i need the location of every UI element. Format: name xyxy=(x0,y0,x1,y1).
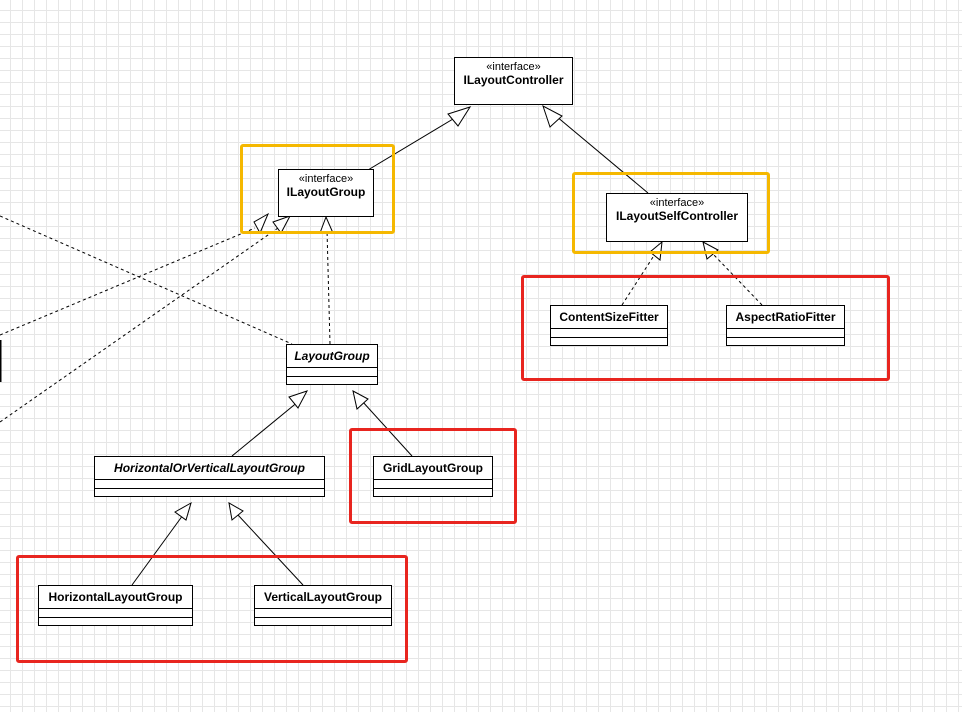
class-methods xyxy=(551,338,667,345)
highlight-frame-horizontal-vertical xyxy=(16,555,408,663)
highlight-frame-ilayoutselfcontroller xyxy=(572,172,770,254)
class-attributes xyxy=(374,480,492,489)
class-attributes xyxy=(39,609,192,618)
interface-name: ILayoutGroup xyxy=(286,185,366,199)
arrowhead-ilayoutgroup-generalization xyxy=(447,106,472,127)
class-name: HorizontalOrVerticalLayoutGroup xyxy=(95,457,324,480)
class-name: GridLayoutGroup xyxy=(374,457,492,480)
interface-ilayoutselfcontroller[interactable]: «interface» ILayoutSelfController xyxy=(606,193,748,242)
class-name: LayoutGroup xyxy=(287,345,377,368)
arrowhead-offscreen-2 xyxy=(272,215,292,234)
arrowhead-horvlayoutgroup-generalization xyxy=(288,390,309,409)
class-name: VerticalLayoutGroup xyxy=(255,586,391,609)
class-horizontallayoutgroup[interactable]: HorizontalLayoutGroup xyxy=(38,585,193,626)
edge-layoutgroup-to-ilayoutgroup xyxy=(326,229,331,345)
class-layoutgroup[interactable]: LayoutGroup xyxy=(286,344,378,385)
class-methods xyxy=(39,618,192,625)
highlight-frame-gridlayoutgroup xyxy=(349,428,517,524)
arrowhead-verticallayoutgroup-generalization xyxy=(228,502,244,521)
class-contentsizefitter[interactable]: ContentSizeFitter xyxy=(550,305,668,346)
class-gridlayoutgroup[interactable]: GridLayoutGroup xyxy=(373,456,493,497)
arrowhead-gridlayoutgroup-generalization xyxy=(352,390,369,410)
arrowhead-aspectratiofitter-realization xyxy=(702,241,719,260)
class-name: HorizontalLayoutGroup xyxy=(39,586,192,609)
stereotype-label: «interface» xyxy=(486,61,541,73)
arrowhead-horizontallayoutgroup-generalization xyxy=(174,501,192,521)
interface-name: ILayoutController xyxy=(463,73,564,87)
class-attributes xyxy=(287,368,377,377)
class-attributes xyxy=(255,609,391,618)
arrowhead-ilayoutselfcontroller-generalization xyxy=(542,104,563,128)
class-horizontalorverticallayoutgroup[interactable]: HorizontalOrVerticalLayoutGroup xyxy=(94,456,325,497)
arrowhead-offscreen-1 xyxy=(253,212,270,235)
class-attributes xyxy=(95,480,324,489)
offscreen-dashed-line-1 xyxy=(0,215,293,345)
edge-contentsizefitter-to-ilayoutselfcontroller xyxy=(621,253,656,306)
edge-horizontallayoutgroup-to-horv xyxy=(131,514,184,586)
class-methods xyxy=(374,489,492,496)
class-attributes xyxy=(551,329,667,338)
class-methods xyxy=(95,489,324,496)
highlight-frame-ilayoutgroup xyxy=(240,144,395,234)
class-name: ContentSizeFitter xyxy=(551,306,667,329)
class-name: AspectRatioFitter xyxy=(727,306,844,329)
class-methods xyxy=(287,377,377,384)
edge-verticallayoutgroup-to-horv xyxy=(237,514,304,586)
edge-ilayoutgroup-to-ilayoutcontroller xyxy=(367,115,459,171)
class-methods xyxy=(727,338,844,345)
edge-ilayoutselfcontroller-to-ilayoutcontroller xyxy=(555,115,649,194)
class-methods xyxy=(255,618,391,625)
interface-ilayoutgroup[interactable]: «interface» ILayoutGroup xyxy=(278,169,374,217)
interface-name: ILayoutSelfController xyxy=(615,209,738,223)
stereotype-label: «interface» xyxy=(649,197,705,209)
edge-horvlayoutgroup-to-layoutgroup xyxy=(231,400,300,457)
offscreen-dashed-line-2 xyxy=(0,227,256,336)
class-verticallayoutgroup[interactable]: VerticalLayoutGroup xyxy=(254,585,392,626)
stereotype-label: «interface» xyxy=(298,173,354,185)
offscreen-dashed-line-3 xyxy=(0,227,279,423)
highlight-frame-fitters xyxy=(521,275,890,381)
class-attributes xyxy=(727,329,844,338)
class-aspectratiofitter[interactable]: AspectRatioFitter xyxy=(726,305,845,346)
interface-ilayoutcontroller[interactable]: «interface» ILayoutController xyxy=(454,57,573,105)
